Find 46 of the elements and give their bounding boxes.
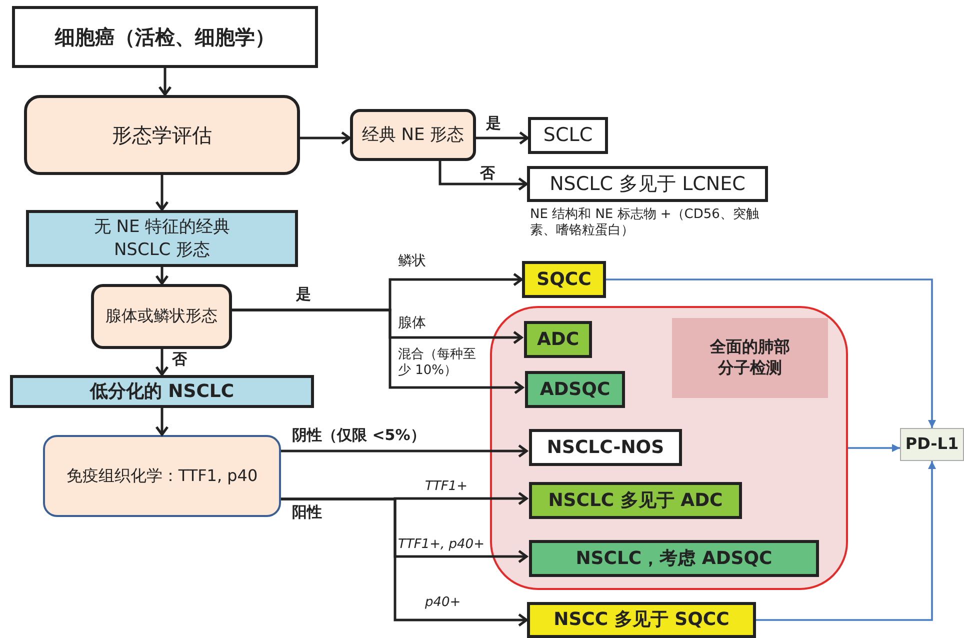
process-box: 无 NE 特征的经典 NSCLC 形态 [26,210,298,267]
arrow [606,278,936,428]
arrow [155,349,169,376]
process-box: 免疫组织化学：TTF1, p40 [43,435,281,517]
edge-label: 阴性（仅限 <5%） [292,426,426,445]
arrow [300,131,351,145]
process-box: 低分化的 NSCLC [10,375,314,408]
arrow [155,408,169,436]
result-box: SCLC [528,117,608,154]
edge-label: 腺体 [398,315,427,332]
edge-label: 否 [172,350,188,369]
edge-label: 是 [486,114,502,133]
arrow [281,498,528,627]
result-box: ADSQC [525,371,625,408]
edge-label: TTF1+, p40+ [398,537,486,554]
edge-label: 否 [480,164,496,183]
process-box: 经典 NE 形态 [350,109,476,161]
edge-label: 鳞状 [398,253,427,270]
result-box: NSCLC 多见于 LCNEC [527,166,768,202]
node-caption: NE 结构和 NE 标志物 +（CD56、突触素、嗜铬粒蛋白） [530,207,760,240]
branch-label: 阳性 [292,503,322,522]
edge-label: p40+ [425,595,462,612]
decision-box: 腺体或鳞状形态 [91,284,232,349]
arrow [848,444,900,452]
result-box: ADC [524,321,592,358]
result-box: NSCLC-NOS [529,429,682,466]
result-box: NSCLC，考虑 ADSQC [529,540,819,577]
arrow [155,175,169,211]
arrow [158,68,172,96]
branch-label: 是 [296,285,311,304]
arrow [438,161,528,191]
group-panel [490,306,848,590]
result-box: NSCC 多见于 SQCC [527,602,756,638]
arrow [281,444,528,458]
result-box: PD-L1 [900,428,964,461]
process-box: 形态学评估 [24,95,300,175]
arrow [155,267,169,285]
edge-label: 混合（每种至少 10%） [398,347,477,380]
result-box: SQCC [522,261,606,298]
arrow [476,131,529,145]
arrow [756,461,936,621]
edge-label: TTF1+ [425,479,469,496]
result-box: NSCLC 多见于 ADC [529,482,742,519]
panel-heading: 全面的肺部分子检测 [672,318,828,398]
arrow [232,308,524,394]
process-box: 细胞癌（活检、细胞学） [12,6,318,68]
